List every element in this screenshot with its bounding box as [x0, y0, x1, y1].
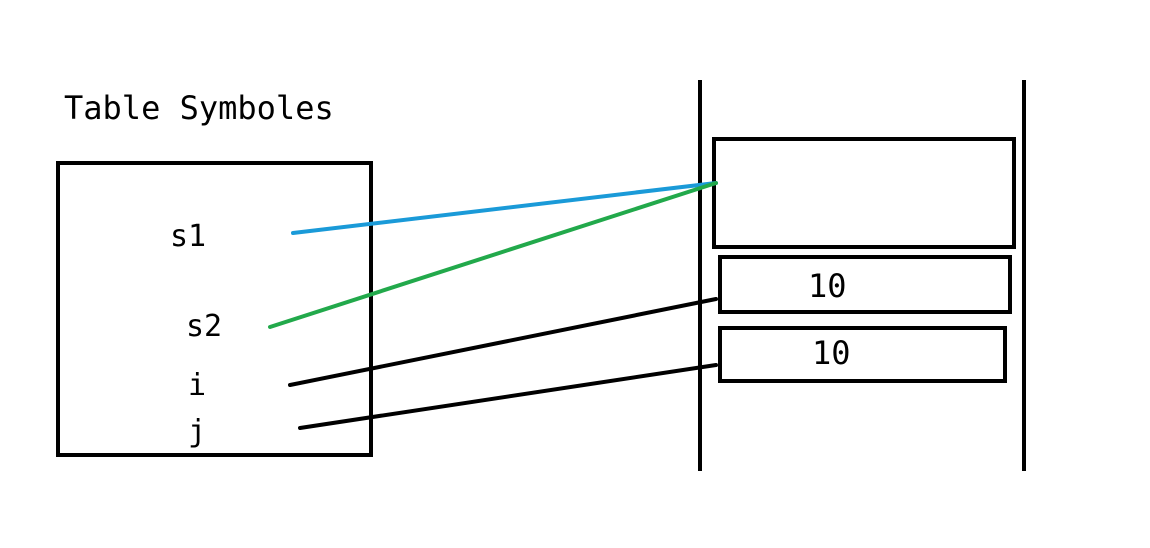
- reference-line-s2: [268, 181, 718, 329]
- symbol-s2: s2: [186, 309, 222, 344]
- symbol-i: i: [188, 368, 206, 403]
- memory-cell-i: [718, 255, 1012, 314]
- reference-line-i: [288, 297, 718, 387]
- symbol-j: j: [188, 414, 206, 449]
- reference-line-j: [298, 363, 718, 430]
- memory-cell-object: [712, 137, 1016, 249]
- symbol-table-box: [56, 161, 373, 457]
- reference-line-s1: [291, 181, 718, 235]
- memory-value-j: 10: [812, 334, 851, 372]
- memory-value-i: 10: [808, 267, 847, 305]
- symbol-table-title: Table Symboles: [64, 89, 334, 127]
- memory-cell-j: [718, 326, 1007, 383]
- symbol-s1: s1: [170, 219, 206, 254]
